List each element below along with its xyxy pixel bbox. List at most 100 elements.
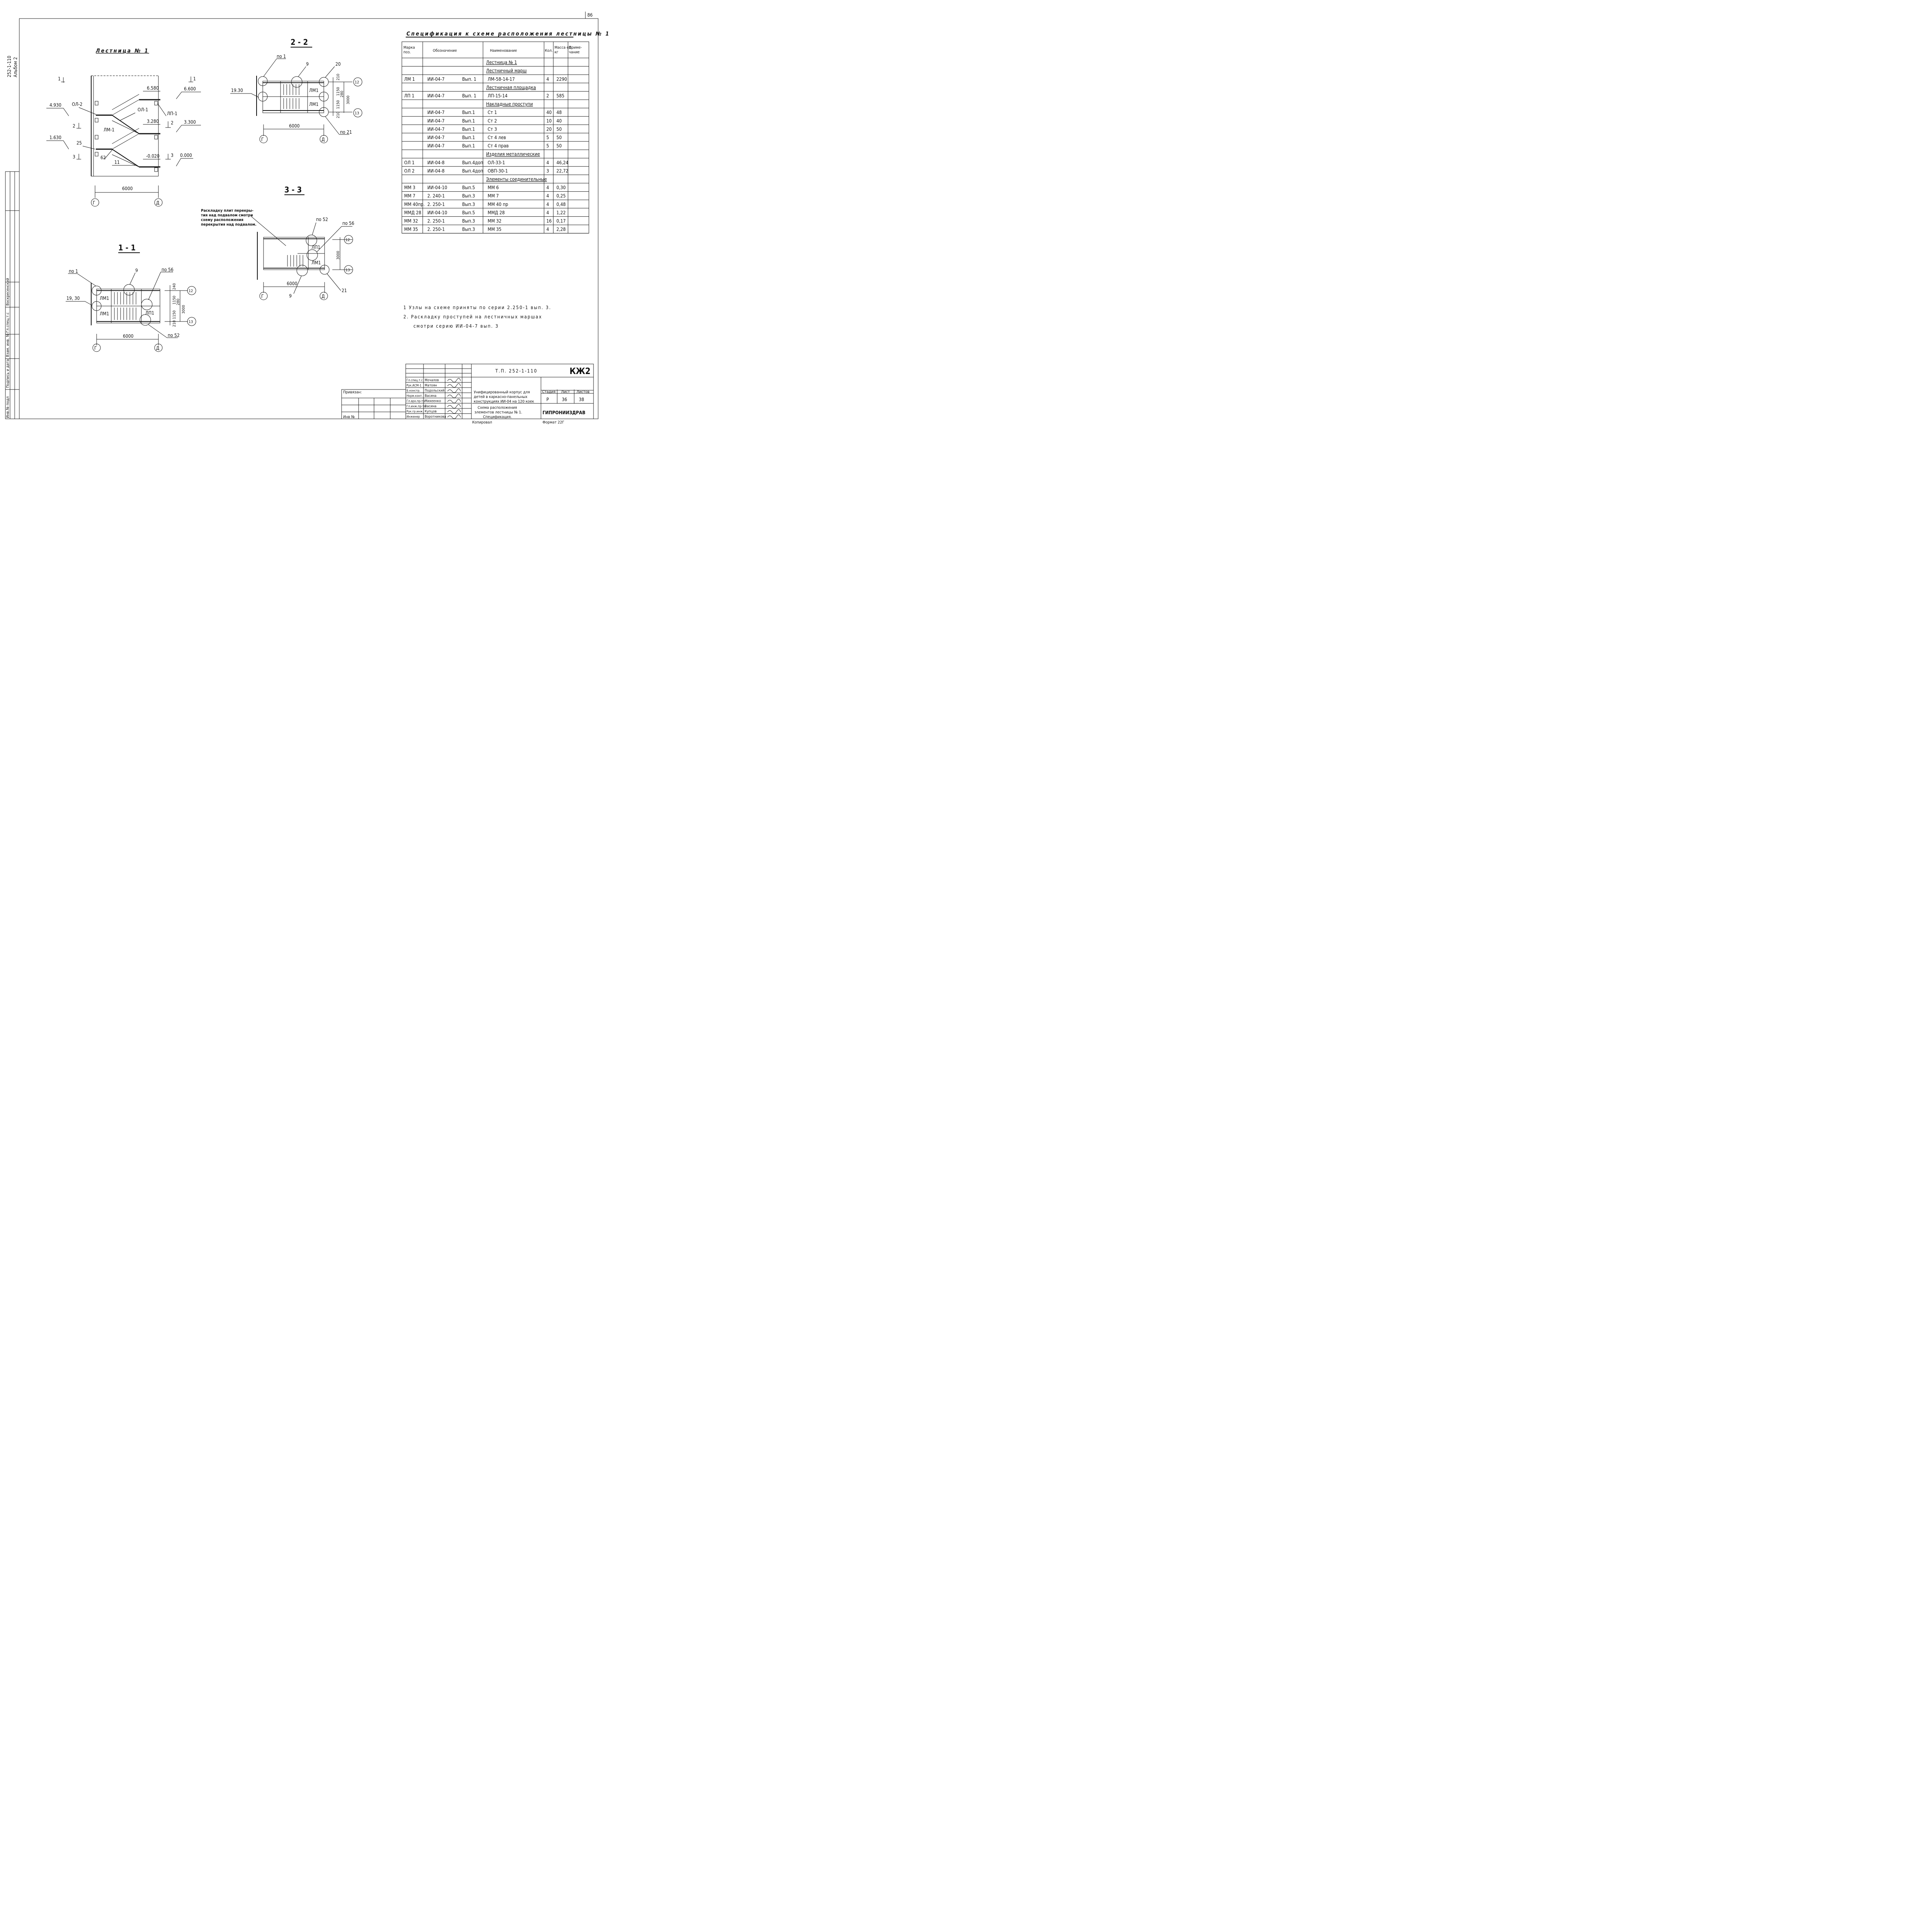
sec33-axis-g: Г	[261, 294, 264, 299]
tb-person-role: Гл.спец.т.с	[406, 379, 423, 382]
spec-cell-mass: 585	[556, 93, 565, 99]
label-lm1: ЛМ-1	[104, 127, 114, 133]
spec-header: Обозначение	[433, 48, 457, 53]
sec22-dim-3000: 3000	[346, 95, 350, 104]
sec22-axis-13: 13	[355, 111, 359, 116]
spec-cell-qty: 4	[546, 227, 549, 232]
spec-cell-issue: Вып.3	[462, 202, 475, 207]
sec22-dim-210-bottom: 210	[336, 112, 340, 118]
spec-cell-issue: Вып. 1	[462, 93, 476, 99]
sec11-level-1930: 19, 30	[66, 296, 80, 301]
sheet-number: 86	[587, 12, 593, 18]
stair-elevation: Лестница № 1 6.580 6.600 4.9	[46, 48, 201, 207]
label-lp1: ЛП-1	[167, 111, 177, 116]
tb-person-role: Гл.инж.пр-та	[406, 405, 426, 408]
spec-cell-name: Ст 3	[488, 126, 497, 132]
sec11-axis-13: 13	[189, 320, 193, 324]
spec-group-title: Лестничный марш	[486, 68, 527, 73]
tb-person-name: Купцов	[425, 410, 437, 414]
spec-cell-mark: ОЛ 2	[404, 168, 415, 173]
elevation-title: Лестница № 1	[95, 48, 149, 54]
tb-signature	[447, 383, 461, 388]
spec-cell-doc: 2. 250-1	[427, 218, 445, 224]
tb-project-1: Унифицированный корпус для	[474, 390, 530, 395]
sec11-lm1-bottom: ЛМ1	[100, 311, 109, 316]
tb-mark: КЖ2	[570, 367, 590, 376]
spec-cell-name: ЛП-15-14	[488, 93, 508, 99]
spec-cell-doc: ИИ-04-7	[427, 135, 445, 140]
spec-cell-mass: 2,28	[556, 227, 566, 232]
stamp-spec-label: Гл.спец.т.с	[6, 312, 10, 333]
sec33-note-line1: Раскладку плит перекры-	[201, 209, 253, 213]
tb-code: Т.П. 252-1-110	[495, 368, 537, 374]
tb-project-2: детей в каркасно-панельных	[474, 395, 527, 399]
sec11-dim-280: 280	[176, 299, 180, 305]
sec11-ref-9: 9	[135, 268, 138, 273]
tb-inv-label: Инв №	[343, 415, 355, 419]
spec-cell-issue: Вып.5	[462, 185, 475, 190]
spec-cell-name: ММ 32	[488, 218, 502, 224]
spec-group-title: Элементы соединительные	[486, 177, 547, 182]
section-3-3: 3 - 3 Раскладку плит перекры- тия над по…	[201, 185, 354, 300]
sec11-ref-po1: по 1	[69, 269, 78, 274]
note-2-cont: смотри серию ИИ-04-7 вып. 3	[413, 323, 499, 329]
spec-cell-issue: Вып.5	[462, 210, 475, 215]
spec-cell-qty: 4	[546, 210, 549, 215]
spec-cell-mark: ЛП 1	[404, 93, 415, 99]
spec-cell-issue: Вып.1	[462, 135, 475, 140]
level-0000: 0.000	[180, 153, 192, 158]
tb-drawing-1: Схема расположения	[478, 406, 517, 410]
spec-cell-qty: 4	[546, 77, 549, 82]
tb-copied: Копировал	[472, 420, 492, 425]
spec-cell-issue: Вып.3	[462, 227, 475, 232]
sec22-dim-1150-top: 1150	[336, 87, 340, 96]
spec-cell-doc: 2. 250-1	[427, 202, 445, 207]
sec11-dim-1150-bottom: 1150	[172, 310, 177, 319]
spec-cell-issue: Вып.1	[462, 110, 475, 115]
spec-cell-name: Ст 4 лев	[488, 135, 506, 140]
tb-person-name: Михеенко	[425, 400, 441, 403]
spec-cell-qty: 2	[546, 93, 549, 99]
tb-signature	[447, 378, 461, 383]
note-2: 2. Раскладку проступей на лестничных мар…	[403, 314, 542, 320]
spec-cell-mark: ММД 28	[404, 210, 421, 215]
spec-cell-qty: 5	[546, 135, 549, 140]
sec11-lp1: ЛП1	[145, 310, 154, 316]
spec-cell-doc: ИИ-04-10	[427, 210, 447, 215]
spec-group-title: Изделия металлические	[486, 151, 540, 157]
album-code: 252-1-110	[7, 56, 12, 77]
spec-cell-qty: 4	[546, 160, 549, 165]
spec-cell-doc: ИИ-04-7	[427, 143, 445, 149]
sec22-axis-g: Г	[261, 137, 264, 142]
sec11-axis-g: Г	[94, 345, 97, 351]
tb-bind-label: Привязан:	[343, 390, 362, 395]
tb-person-name: Подольский	[425, 389, 444, 393]
spec-cell-qty: 5	[546, 143, 549, 149]
tb-signature	[447, 409, 461, 414]
sec33-ref-21: 21	[342, 288, 347, 293]
section-mark-2-right: 2	[171, 120, 173, 126]
spec-cell-mass: 50	[556, 135, 562, 140]
tb-person-role: Гл.арх.пр-та	[406, 400, 425, 403]
section-1-1: 1 - 1 ЛМ1 ЛП1 ЛМ1 по 1 9 по 56	[66, 243, 196, 352]
section-2-2: 2 - 2 ЛМ1 ЛМ1 по 1 9 20 по 21	[230, 37, 362, 143]
spec-header-cont: кг	[554, 50, 558, 54]
spec-cell-doc: ИИ-04-10	[427, 185, 447, 190]
sec33-ref-9: 9	[289, 293, 292, 299]
dim-6000: 6000	[122, 186, 133, 191]
section-mark-2-left: 2	[73, 123, 75, 129]
tb-stage: Р	[546, 397, 549, 402]
tb-format: Формат 22Г	[543, 420, 564, 425]
spec-cell-mark: ММ 35	[404, 227, 418, 232]
spec-cell-name: ММ 40 пр	[488, 202, 508, 207]
level-6580: 6.580	[147, 85, 159, 91]
sec33-dim-6000: 6000	[287, 281, 298, 286]
label-ol2: ОЛ-2	[72, 102, 82, 107]
spec-cell-mass: 0,30	[556, 185, 566, 190]
sec33-axis-13: 13	[345, 268, 350, 272]
tb-drawing-2: элементов лестницы № 1.	[474, 410, 522, 415]
sheet-background	[0, 0, 603, 432]
tb-person-role: Рук.гр.инж.	[406, 410, 423, 413]
spec-cell-mass: 0,25	[556, 193, 566, 199]
